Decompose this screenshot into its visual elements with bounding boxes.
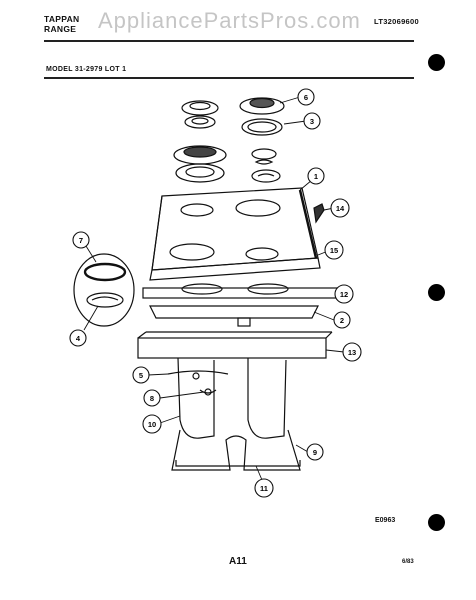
- support-bracket: [237, 317, 251, 327]
- svg-text:5: 5: [139, 371, 143, 380]
- header-rule: [44, 40, 414, 42]
- binder-hole-top: [428, 54, 445, 71]
- svg-text:10: 10: [148, 420, 156, 429]
- model-line: MODEL 31-2979 LOT 1: [46, 66, 127, 73]
- callout-2: 2: [333, 311, 351, 329]
- svg-text:14: 14: [336, 204, 345, 213]
- svg-text:12: 12: [340, 290, 348, 299]
- svg-text:15: 15: [330, 246, 338, 255]
- bottom-bracket: [175, 460, 301, 467]
- burner-tubes: [171, 357, 301, 471]
- svg-text:13: 13: [348, 348, 356, 357]
- page-number: A11: [229, 556, 247, 567]
- burner-box: [149, 305, 319, 319]
- callout-14: 14: [330, 198, 350, 218]
- binder-hole-middle: [428, 284, 445, 301]
- detail-circle: [73, 253, 135, 327]
- manifold-bar: [137, 331, 333, 359]
- callout-15: 15: [324, 240, 344, 260]
- callout-3: 3: [303, 112, 321, 130]
- callout-11: 11: [254, 478, 274, 498]
- burner-rear-right: [239, 97, 285, 136]
- svg-text:3: 3: [310, 117, 314, 126]
- svg-text:2: 2: [340, 316, 344, 325]
- callout-4: 4: [69, 329, 87, 347]
- svg-text:9: 9: [313, 448, 317, 457]
- callout-9: 9: [306, 443, 324, 461]
- brand-block: TAPPAN RANGE: [44, 14, 80, 34]
- svg-text:4: 4: [76, 334, 81, 343]
- svg-text:6: 6: [304, 93, 308, 102]
- catalog-code: LT32069600: [374, 17, 419, 26]
- callout-5: 5: [132, 366, 150, 384]
- callout-13: 13: [342, 342, 362, 362]
- valve-hardware: [167, 370, 229, 396]
- cooktop-panel: [149, 187, 321, 281]
- leader-lines: [83, 96, 345, 481]
- revision-date: 6/83: [402, 559, 414, 565]
- brand-line-1: TAPPAN: [44, 14, 80, 24]
- svg-text:8: 8: [150, 394, 154, 403]
- svg-text:11: 11: [260, 484, 268, 493]
- callout-8: 8: [143, 389, 161, 407]
- svg-text:1: 1: [314, 172, 318, 181]
- callout-6: 6: [297, 88, 315, 106]
- callout-1: 1: [307, 167, 325, 185]
- burner-front-right: [251, 148, 281, 183]
- model-rule: [44, 77, 414, 79]
- brand-line-2: RANGE: [44, 24, 77, 34]
- burner-rear-left: [181, 100, 219, 129]
- watermark: AppliancePartsPros.com: [98, 8, 361, 33]
- binder-hole-bottom: [428, 514, 445, 531]
- callout-12: 12: [334, 284, 354, 304]
- callout-10: 10: [142, 414, 162, 434]
- svg-text:7: 7: [79, 236, 83, 245]
- side-rail: [298, 189, 318, 259]
- burner-front-left: [173, 145, 227, 183]
- callout-7: 7: [72, 231, 90, 249]
- figure-code: E0963: [375, 517, 396, 524]
